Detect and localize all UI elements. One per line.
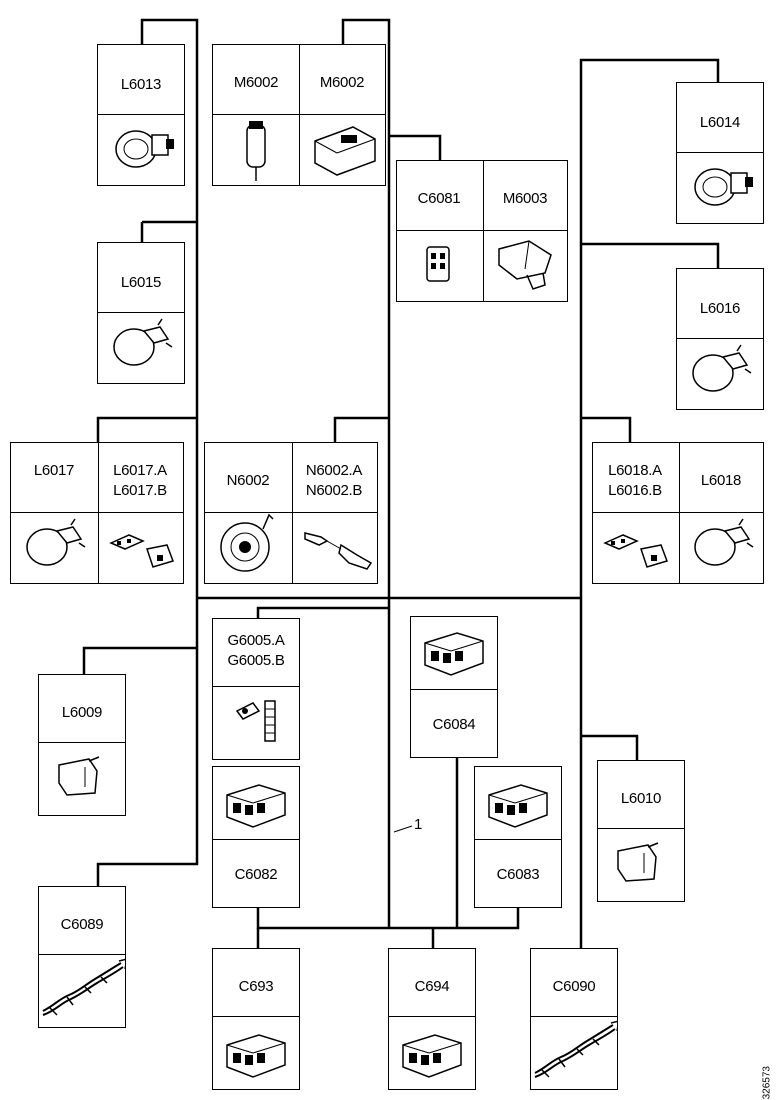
wire bbox=[140, 18, 199, 598]
connector-icon bbox=[389, 1016, 475, 1089]
component-label: L6018.A L6016.B bbox=[608, 462, 662, 499]
wire bbox=[96, 598, 199, 886]
component-box-l6010[interactable]: L6010 bbox=[597, 760, 685, 902]
component-box-c6084[interactable]: C6084 bbox=[410, 616, 498, 758]
wire bbox=[333, 416, 389, 442]
wire bbox=[581, 416, 632, 442]
component-label: N6002.A N6002.B bbox=[305, 462, 363, 499]
horn-icon bbox=[220, 514, 274, 572]
component-label: L6018 bbox=[700, 472, 742, 489]
wire bbox=[579, 58, 720, 948]
wire bbox=[96, 416, 197, 442]
lamp-icon bbox=[26, 518, 86, 566]
component-label: L6009 bbox=[61, 704, 103, 721]
component-box-l6017[interactable]: L6017 L6017.A L6017.B bbox=[10, 442, 184, 584]
component-label: C6084 bbox=[432, 716, 476, 733]
reference-number: 326573 bbox=[761, 1066, 772, 1100]
component-box-n6002[interactable]: N6002 N6002.A N6002.B bbox=[204, 442, 378, 584]
wire bbox=[256, 606, 389, 618]
component-label: L6015 bbox=[120, 274, 162, 291]
component-label: C693 bbox=[238, 978, 274, 995]
wire bbox=[581, 242, 720, 268]
wire bbox=[341, 18, 391, 928]
component-label: G6005.A G6005.B bbox=[227, 632, 285, 669]
component-label: L6014 bbox=[699, 114, 741, 131]
component-box-l6016[interactable]: L6016 bbox=[676, 268, 764, 410]
component-label: L6010 bbox=[620, 790, 662, 807]
component-label: C6089 bbox=[60, 916, 104, 933]
lamp-icon bbox=[98, 312, 184, 383]
lamp-icon bbox=[677, 338, 763, 409]
side-lamp-icon bbox=[39, 742, 125, 815]
plug-pair-icon bbox=[604, 534, 668, 568]
component-box-l6013[interactable]: L6013 bbox=[97, 44, 185, 186]
connector-housing-icon bbox=[314, 126, 376, 176]
component-box-c6081-m6003[interactable]: C6081 M6003 bbox=[396, 160, 568, 302]
component-label: C6090 bbox=[552, 978, 596, 995]
connector-icon bbox=[411, 617, 497, 690]
side-lamp-icon bbox=[598, 828, 684, 901]
motor-icon bbox=[246, 120, 266, 182]
component-label: N6002 bbox=[226, 472, 270, 489]
ground-terminal-icon bbox=[213, 686, 299, 759]
component-box-c6082[interactable]: C6082 bbox=[212, 766, 300, 908]
twisted-wire-icon bbox=[39, 954, 125, 1027]
component-box-l6015[interactable]: L6015 bbox=[97, 242, 185, 384]
component-label: L6017 bbox=[33, 462, 75, 479]
component-label: C6082 bbox=[234, 866, 278, 883]
component-label: M6002 bbox=[233, 74, 279, 91]
component-box-g6005[interactable]: G6005.A G6005.B bbox=[212, 618, 300, 760]
connector-icon bbox=[475, 767, 561, 840]
component-label: L6013 bbox=[120, 76, 162, 93]
connector-icon bbox=[213, 1016, 299, 1089]
wire bbox=[389, 134, 442, 160]
component-label: M6002 bbox=[319, 74, 365, 91]
terminal-icon bbox=[304, 532, 372, 570]
twisted-wire-icon bbox=[531, 1016, 617, 1089]
wire bbox=[256, 908, 520, 930]
component-box-l6009[interactable]: L6009 bbox=[38, 674, 126, 816]
lamp-icon bbox=[98, 114, 184, 185]
component-box-c6089[interactable]: C6089 bbox=[38, 886, 126, 1028]
component-box-c6083[interactable]: C6083 bbox=[474, 766, 562, 908]
motor-icon bbox=[498, 240, 552, 290]
component-label: C6083 bbox=[496, 866, 540, 883]
component-box-l6014[interactable]: L6014 bbox=[676, 82, 764, 224]
component-label: M6003 bbox=[502, 190, 548, 207]
component-label: L6016 bbox=[699, 300, 741, 317]
lamp-icon bbox=[694, 518, 754, 566]
component-box-c694[interactable]: C694 bbox=[388, 948, 476, 1090]
wire bbox=[581, 734, 639, 760]
lamp-icon bbox=[677, 152, 763, 223]
component-box-c6090[interactable]: C6090 bbox=[530, 948, 618, 1090]
component-label: L6017.A L6017.B bbox=[113, 462, 167, 499]
connector-icon bbox=[213, 767, 299, 840]
connector-icon bbox=[426, 246, 450, 282]
component-label: C694 bbox=[414, 978, 450, 995]
wire bbox=[82, 646, 197, 674]
component-box-l6018[interactable]: L6018.A L6016.B L6018 bbox=[592, 442, 764, 584]
component-label: C6081 bbox=[417, 190, 461, 207]
callout-number: 1 bbox=[414, 816, 423, 833]
component-box-m6002[interactable]: M6002 M6002 bbox=[212, 44, 386, 186]
component-box-c693[interactable]: C693 bbox=[212, 948, 300, 1090]
plug-pair-icon bbox=[110, 534, 174, 568]
